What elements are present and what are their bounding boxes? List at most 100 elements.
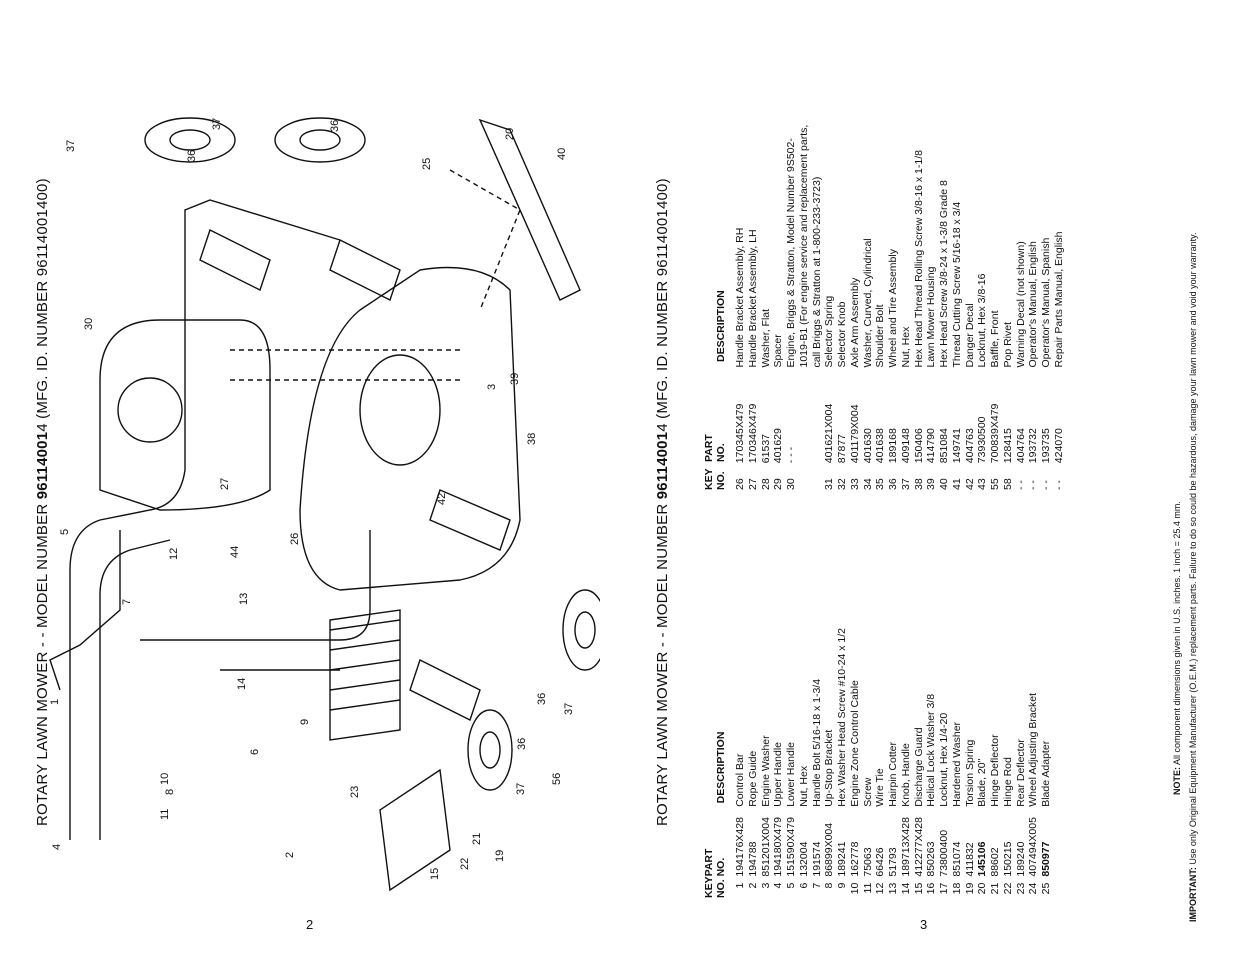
- parts-row-desc: Thread Cutting Screw 5/16-18 x 3/4: [950, 201, 963, 368]
- callout-14: 14: [236, 678, 248, 690]
- callout-26: 26: [289, 533, 301, 545]
- parts-row-key: 18: [950, 882, 963, 895]
- parts-row-desc: Locknut, Hex 1/4-20: [938, 712, 950, 807]
- callout-36b: 36: [329, 120, 341, 132]
- parts-row-part: 411832: [963, 842, 976, 877]
- parts-row-part: 132004: [797, 841, 810, 877]
- blade-shape: [478, 118, 581, 301]
- parts-row-part: 194180X479: [772, 817, 785, 877]
- parts-row-desc: Selector Knob: [836, 301, 848, 368]
- parts-row-desc: Hinge Rod: [1001, 757, 1014, 807]
- parts-row-key: 21: [989, 882, 1001, 895]
- parts-row-desc: Screw: [861, 777, 874, 807]
- parts-row-part: 409148: [899, 428, 912, 464]
- upper-handle-shape: [69, 260, 186, 840]
- parts-row-desc: Hex Head Screw 3/8-24 x 1-3/8 Grade 8: [938, 180, 950, 368]
- callout-40: 40: [556, 148, 568, 160]
- parts-row-part: 401179X004: [848, 404, 861, 464]
- parts-row-key: - -: [1040, 480, 1052, 490]
- wheel-bottom-right: [467, 709, 513, 791]
- parts-row-part: 87877: [836, 434, 848, 464]
- parts-row-key: 14: [899, 882, 912, 895]
- parts-row-part: 51793: [887, 847, 899, 877]
- parts-row-key: 25: [1040, 882, 1052, 895]
- parts-row-desc: Engine Zone Control Cable: [848, 680, 861, 807]
- parts-row-desc: Locknut, Hex 3/8-16: [976, 273, 989, 368]
- title-mid: 4 (MFG. ID. NUMBER 96114001400): [654, 178, 671, 432]
- parts-row-desc: Pop Rivet: [1001, 321, 1014, 368]
- parts-row-desc: Hex Washer Head Screw #10-24 x 1/2: [836, 628, 848, 807]
- callout-44: 44: [229, 546, 241, 558]
- parts-row-key: 55: [989, 478, 1001, 490]
- header-description-2: DESCRIPTION: [715, 290, 727, 362]
- parts-row-part: [798, 368, 811, 464]
- parts-row-part: 850263: [925, 841, 938, 877]
- rear-deflector-shape: [379, 768, 451, 892]
- parts-row-desc: Shoulder Bolt: [874, 304, 887, 368]
- parts-row-part: 162778: [848, 841, 861, 877]
- important-line: IMPORTANT: Use only Original Equipment M…: [1188, 233, 1199, 922]
- parts-row-desc: Operator's Manual, English: [1027, 241, 1040, 368]
- parts-row-key: 30: [785, 478, 797, 490]
- parts-row-desc: Lower Handle: [785, 741, 797, 807]
- parts-row-desc: Repair Parts Manual, English: [1052, 231, 1065, 368]
- parts-row-part: [811, 368, 824, 464]
- parts-row-key: 38: [912, 478, 925, 490]
- title-model: 96114001: [654, 431, 671, 500]
- callout-37c: 37: [563, 703, 575, 715]
- parts-row-part: 151590X479: [785, 817, 797, 877]
- header-part-no-2: PART NO.: [703, 434, 727, 462]
- parts-row-key: 36: [887, 478, 899, 490]
- parts-row-key: 35: [874, 478, 887, 490]
- parts-row-desc: Lawn Mower Housing: [925, 266, 938, 368]
- discharge-guard-shape: [329, 609, 401, 741]
- parts-row-desc: Axle Arm Assembly: [848, 277, 861, 368]
- parts-row-part: 128415: [1001, 428, 1014, 464]
- parts-row-key: 2: [746, 882, 759, 889]
- parts-row-key: 20: [976, 882, 989, 895]
- parts-row-part: 194176X428: [734, 817, 746, 877]
- parts-row-part: 86899X004: [823, 822, 836, 877]
- header-key-no: KEY NO.: [703, 876, 727, 898]
- parts-row-key: - -: [1014, 480, 1027, 490]
- parts-row-key: [798, 463, 811, 490]
- parts-row-desc: 1019-B1 (For engine service and replacem…: [797, 124, 810, 368]
- parts-row-key: 33: [848, 478, 861, 490]
- callout-20: 20: [504, 128, 516, 140]
- callout-37d: 37: [515, 783, 527, 795]
- header-part-no: PART NO.: [703, 848, 727, 877]
- parts-row-key: 5: [785, 882, 797, 889]
- left-page-number: 2: [306, 917, 314, 932]
- callout-15: 15: [429, 868, 441, 880]
- parts-row-desc: Handle Bracket Assembly, RH: [734, 227, 746, 368]
- parts-row-part: 851074: [950, 841, 963, 877]
- housing-shape: [299, 266, 521, 591]
- parts-row-part: 193732: [1027, 428, 1040, 464]
- callout-22: 22: [459, 858, 471, 870]
- parts-row-part: 66426: [874, 847, 887, 877]
- parts-row-desc: Engine Washer: [759, 735, 772, 807]
- parts-row-part: 424070: [1052, 428, 1065, 464]
- parts-row-desc: Hinge Deflector: [989, 734, 1001, 807]
- callout-6: 6: [249, 749, 261, 755]
- right-page-number: 3: [920, 917, 928, 932]
- parts-row-key: 6: [797, 882, 810, 889]
- parts-row-part: - - -: [785, 446, 797, 464]
- parts-row-part: 145106: [976, 841, 989, 877]
- parts-row-desc: Operator's Manual, Spanish: [1040, 237, 1052, 368]
- callout-36c: 36: [536, 693, 548, 705]
- parts-row-desc: Nut, Hex: [899, 326, 912, 368]
- callout-42: 42: [436, 493, 448, 505]
- parts-row-desc: Wheel Adjusting Bracket: [1027, 692, 1040, 807]
- parts-row-desc: Washer, Flat: [759, 308, 772, 368]
- parts-row-part: 61537: [759, 434, 772, 464]
- callout-39: 39: [509, 373, 521, 385]
- parts-row-desc: Knob, Handle: [899, 743, 912, 807]
- parts-row-key: 28: [759, 478, 772, 490]
- parts-row-key: 16: [925, 882, 938, 895]
- important-label: IMPORTANT:: [1188, 867, 1198, 922]
